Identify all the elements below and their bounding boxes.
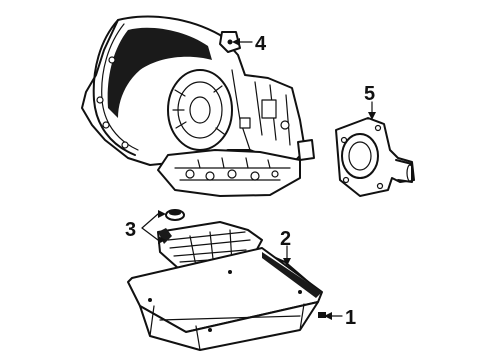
transmission-assembly [81, 15, 315, 197]
callout-4: 4 [232, 33, 267, 55]
callout-5: 5 [364, 83, 376, 120]
callout-label-3: 3 [125, 219, 136, 241]
callout-1: 1 [324, 307, 356, 329]
extension-housing [335, 117, 415, 197]
oil-pan [127, 247, 326, 351]
callout-2: 2 [280, 228, 291, 266]
callout-label-2: 2 [280, 228, 291, 250]
callout-label-4: 4 [255, 33, 267, 55]
callout-label-1: 1 [345, 307, 356, 329]
callout-label-5: 5 [364, 83, 375, 105]
callout-3: 3 [125, 210, 166, 244]
